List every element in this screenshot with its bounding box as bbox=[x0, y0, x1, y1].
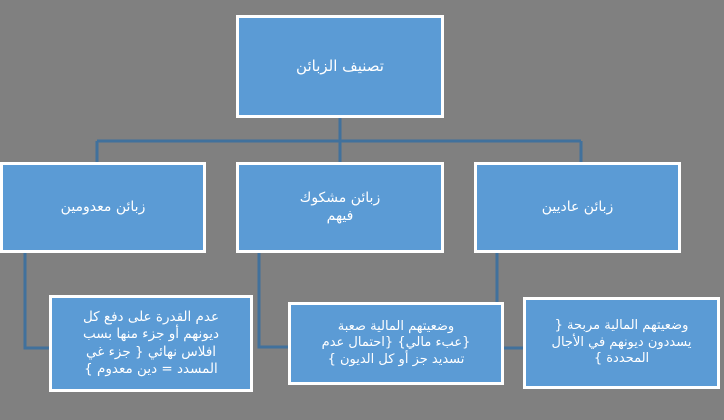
node-root-classification[interactable]: تصنيف الزبائن bbox=[236, 15, 444, 118]
node-root-label: تصنيف الزبائن bbox=[296, 56, 384, 75]
node-category-normal[interactable]: زبائن عاديين bbox=[474, 162, 681, 253]
node-description-normal-text: وضعيتهم المالية مربحة { يسددون ديونهم في… bbox=[551, 318, 692, 367]
node-category-normal-label: زبائن عاديين bbox=[541, 198, 614, 215]
node-category-bad-debt-label: زبائن معدومين bbox=[60, 198, 146, 215]
node-description-bad-debt-text: عدم القدرة على دفع كل ديونهم أو جزء منها… bbox=[82, 308, 220, 377]
connector-elbow-doubtful bbox=[257, 253, 290, 349]
node-category-doubtful-label: زبائن مشكوك فيهم bbox=[299, 189, 381, 224]
node-description-normal[interactable]: وضعيتهم المالية مربحة { يسددون ديونهم في… bbox=[523, 297, 720, 389]
connector-elbow-bad bbox=[23, 253, 51, 350]
node-description-doubtful-text: وضعيتهم المالية صعبة {عبء مالي} {احتمال … bbox=[321, 318, 471, 367]
node-description-doubtful[interactable]: وضعيتهم المالية صعبة {عبء مالي} {احتمال … bbox=[288, 302, 504, 385]
node-category-bad-debt[interactable]: زبائن معدومين bbox=[0, 162, 206, 253]
node-description-bad-debt[interactable]: عدم القدرة على دفع كل ديونهم أو جزء منها… bbox=[49, 295, 253, 392]
node-category-doubtful[interactable]: زبائن مشكوك فيهم bbox=[236, 162, 444, 253]
